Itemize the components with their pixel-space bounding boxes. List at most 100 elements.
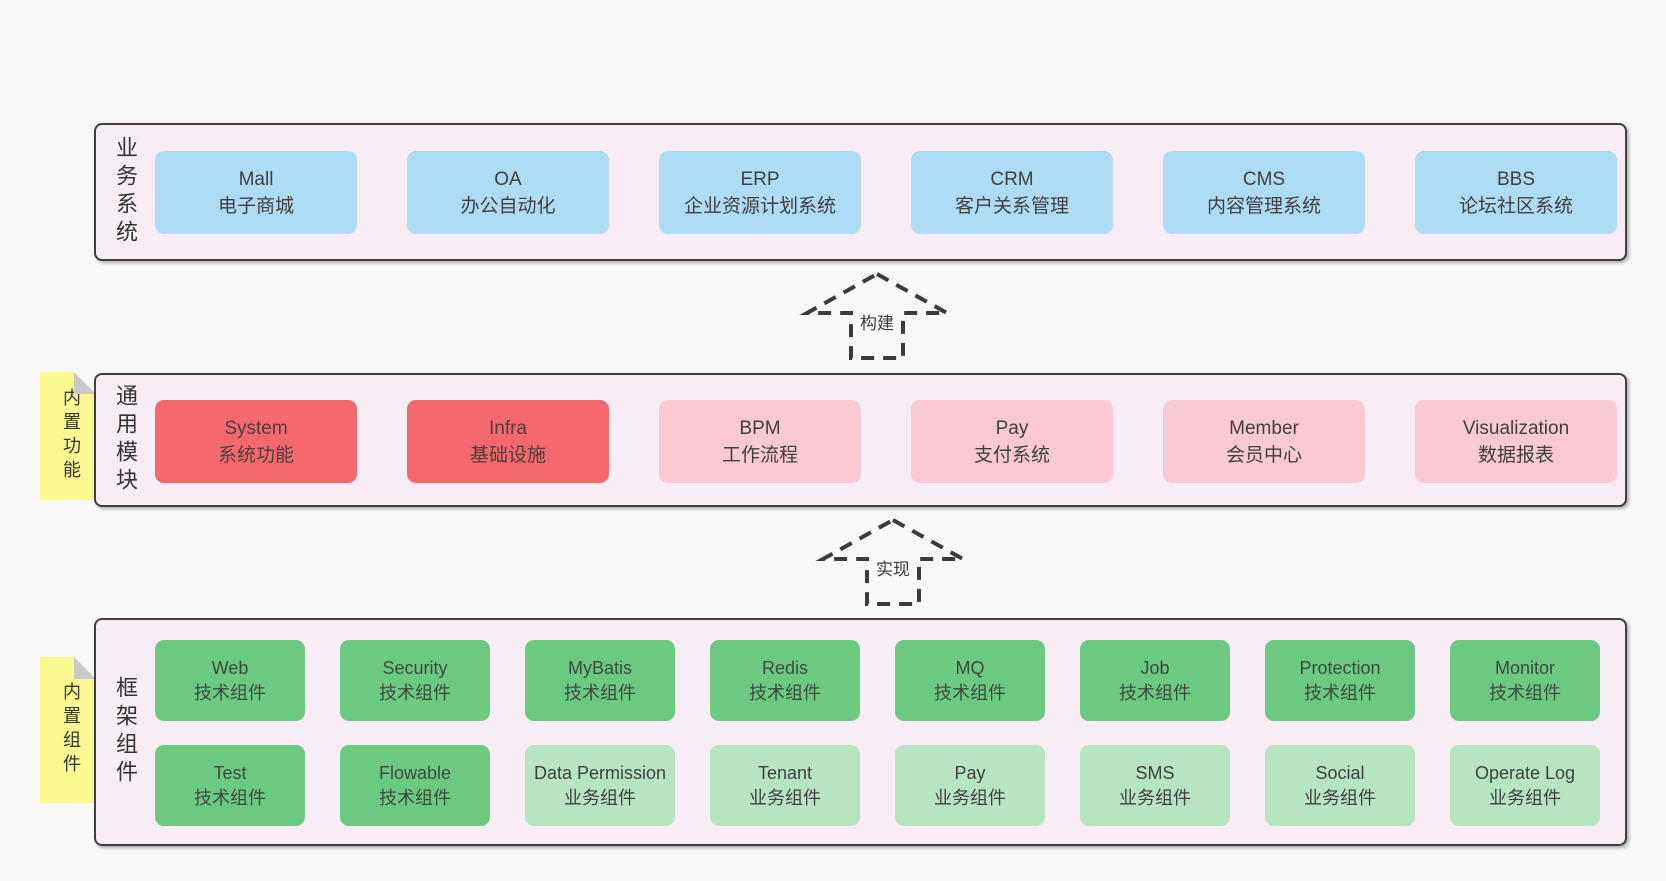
box-subtitle: 技术组件 <box>1304 682 1376 703</box>
box-operate-log: Operate Log 业务组件 <box>1450 745 1600 826</box>
box-title: Pay <box>954 762 986 783</box>
box-oa: OA 办公自动化 <box>407 151 609 234</box>
box-pay-biz: Pay 业务组件 <box>895 745 1045 826</box>
box-title: Job <box>1140 657 1170 678</box>
box-system: System 系统功能 <box>155 400 357 483</box>
box-subtitle: 企业资源计划系统 <box>683 195 836 217</box>
box-test: Test 技术组件 <box>155 745 305 826</box>
box-title: Data Permission <box>533 762 667 783</box>
box-sms: SMS 业务组件 <box>1080 745 1230 826</box>
box-protection: Protection 技术组件 <box>1265 640 1415 721</box>
box-subtitle: 技术组件 <box>564 682 636 703</box>
box-title: MyBatis <box>567 657 632 678</box>
box-title: SMS <box>1135 762 1175 783</box>
box-mybatis: MyBatis 技术组件 <box>525 640 675 721</box>
box-title: Operate Log <box>1474 762 1576 783</box>
box-subtitle: 业务组件 <box>564 787 636 808</box>
box-title: Flowable <box>378 762 452 783</box>
box-crm: CRM 客户关系管理 <box>911 151 1113 234</box>
sticky-note-builtin-components: 内置组件 <box>40 657 96 803</box>
box-title: Web <box>211 657 249 678</box>
sticky-note-label: 内置组件 <box>61 682 81 778</box>
box-visualization: Visualization 数据报表 <box>1415 400 1617 483</box>
box-subtitle: 业务组件 <box>1489 787 1561 808</box>
box-subtitle: 技术组件 <box>194 787 266 808</box>
box-monitor: Monitor 技术组件 <box>1450 640 1600 721</box>
box-title: Test <box>213 762 247 783</box>
box-redis: Redis 技术组件 <box>710 640 860 721</box>
box-data-permission: Data Permission 业务组件 <box>525 745 675 826</box>
box-mq: MQ 技术组件 <box>895 640 1045 721</box>
box-title: BPM <box>739 417 781 439</box>
sticky-note-label: 内置功能 <box>61 388 81 484</box>
band-common-modules: 通用模块 System 系统功能 Infra 基础设施 BPM 工作流程 Pay… <box>94 373 1627 507</box>
box-subtitle: 技术组件 <box>934 682 1006 703</box>
box-title: System <box>224 417 288 439</box>
folded-corner-icon <box>74 657 96 679</box>
arrow-implement: 实现 <box>813 512 973 612</box>
box-mall: Mall 电子商城 <box>155 151 357 234</box>
box-subtitle: 基础设施 <box>469 444 546 466</box>
arrow-build: 构建 <box>797 266 957 366</box>
box-subtitle: 系统功能 <box>217 444 294 466</box>
box-title: CRM <box>990 168 1034 190</box>
box-job: Job 技术组件 <box>1080 640 1230 721</box>
band-framework-components: 框架组件 Web 技术组件 Security 技术组件 MyBatis 技术组件… <box>94 618 1627 846</box>
box-subtitle: 业务组件 <box>1304 787 1376 808</box>
box-title: CMS <box>1242 168 1286 190</box>
band-boxes-row: System 系统功能 Infra 基础设施 BPM 工作流程 Pay 支付系统… <box>155 400 1617 483</box>
box-title: ERP <box>740 168 780 190</box>
box-title: Pay <box>995 417 1029 439</box>
box-subtitle: 内容管理系统 <box>1206 195 1321 217</box>
box-subtitle: 技术组件 <box>379 682 451 703</box>
box-erp: ERP 企业资源计划系统 <box>659 151 861 234</box>
box-title: Social <box>1315 762 1365 783</box>
box-subtitle: 电子商城 <box>217 195 294 217</box>
band-boxes-row: Test 技术组件 Flowable 技术组件 Data Permission … <box>155 745 1600 826</box>
box-title: Redis <box>761 657 809 678</box>
box-title: OA <box>494 168 522 190</box>
box-title: Tenant <box>757 762 813 783</box>
box-web: Web 技术组件 <box>155 640 305 721</box>
box-subtitle: 办公自动化 <box>460 195 556 217</box>
box-subtitle: 数据报表 <box>1477 444 1554 466</box>
box-bbs: BBS 论坛社区系统 <box>1415 151 1617 234</box>
box-title: BBS <box>1496 168 1536 190</box>
box-title: Member <box>1229 417 1299 439</box>
box-bpm: BPM 工作流程 <box>659 400 861 483</box>
box-social: Social 业务组件 <box>1265 745 1415 826</box>
box-subtitle: 业务组件 <box>934 787 1006 808</box>
box-subtitle: 支付系统 <box>973 444 1050 466</box>
box-subtitle: 技术组件 <box>1489 682 1561 703</box>
box-title: Infra <box>488 417 528 439</box>
box-subtitle: 客户关系管理 <box>954 195 1069 217</box>
box-subtitle: 会员中心 <box>1225 444 1302 466</box>
box-title: Monitor <box>1494 657 1556 678</box>
box-subtitle: 工作流程 <box>721 444 798 466</box>
box-pay: Pay 支付系统 <box>911 400 1113 483</box>
box-flowable: Flowable 技术组件 <box>340 745 490 826</box>
box-subtitle: 业务组件 <box>749 787 821 808</box>
box-cms: CMS 内容管理系统 <box>1163 151 1365 234</box>
box-security: Security 技术组件 <box>340 640 490 721</box>
box-subtitle: 技术组件 <box>379 787 451 808</box>
box-subtitle: 论坛社区系统 <box>1458 195 1573 217</box>
arrow-label: 构建 <box>797 308 957 335</box>
box-subtitle: 业务组件 <box>1119 787 1191 808</box>
box-title: Protection <box>1299 657 1381 678</box>
band-label: 业务系统 <box>113 136 138 248</box>
box-subtitle: 技术组件 <box>194 682 266 703</box>
box-infra: Infra 基础设施 <box>407 400 609 483</box>
box-title: Visualization <box>1462 417 1570 439</box>
sticky-note-builtin-features: 内置功能 <box>40 372 96 500</box>
arrow-label: 实现 <box>813 554 973 581</box>
band-label: 通用模块 <box>113 384 138 496</box>
box-title: Security <box>382 657 448 678</box>
box-title: MQ <box>955 657 985 678</box>
folded-corner-icon <box>74 372 96 394</box>
box-tenant: Tenant 业务组件 <box>710 745 860 826</box>
band-boxes-row: Mall 电子商城 OA 办公自动化 ERP 企业资源计划系统 CRM 客户关系… <box>155 151 1617 234</box>
band-business-systems: 业务系统 Mall 电子商城 OA 办公自动化 ERP 企业资源计划系统 CRM… <box>94 123 1627 261</box>
box-title: Mall <box>238 168 274 190</box>
